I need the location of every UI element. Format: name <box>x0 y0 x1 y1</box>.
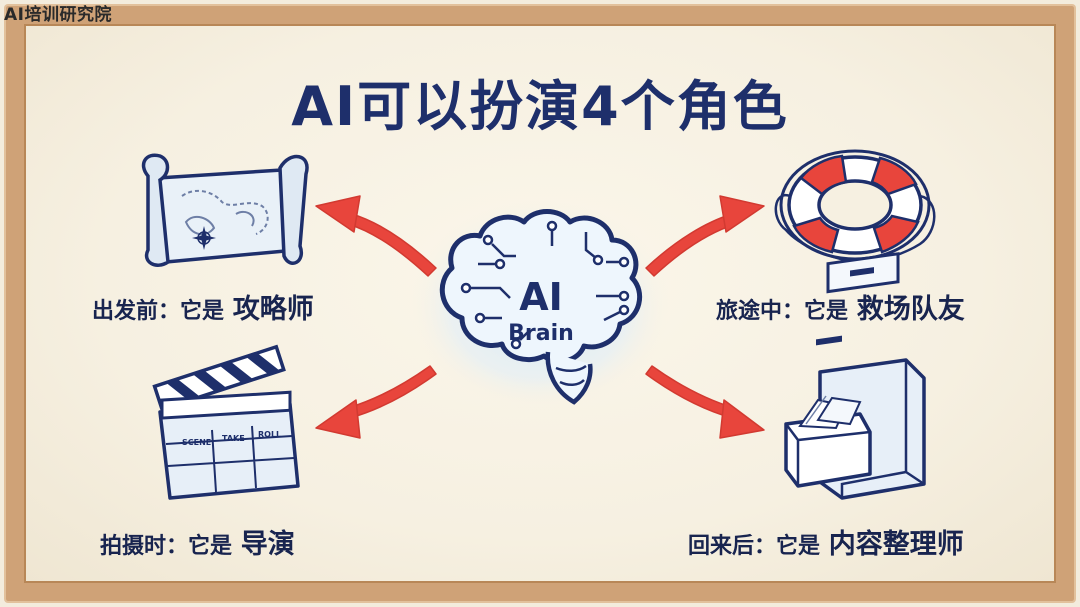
role-name: 导演 <box>240 529 295 560</box>
role-label-before-trip: 出发前：它是 攻略师 <box>92 287 314 326</box>
role-label-during-trip: 旅途中：它是 救场队友 <box>716 287 965 326</box>
arrow-bottom-right-icon <box>645 365 765 439</box>
page-title: AI可以扮演4个角色 <box>291 75 789 138</box>
clapperboard-icon: SCENE TAKE ROLL <box>152 344 300 500</box>
clapper-take-label: TAKE <box>222 434 245 443</box>
ai-brain-icon: AI Brain <box>410 200 670 410</box>
treasure-map-icon <box>141 153 309 267</box>
role-name: 攻略师 <box>232 294 314 325</box>
role-prefix: 旅途中：它是 <box>716 299 849 324</box>
clapper-roll-label: ROLL <box>258 430 281 439</box>
clapper-scene-label: SCENE <box>182 438 211 447</box>
arrow-bottom-left-icon <box>315 365 437 439</box>
brain-label-main: AI <box>519 275 563 319</box>
role-prefix: 回来后：它是 <box>688 534 821 559</box>
watermark: AI培训研究院 <box>4 5 112 25</box>
arrow-top-right-icon <box>645 195 765 277</box>
role-label-after-trip: 回来后：它是 内容整理师 <box>688 522 964 561</box>
role-prefix: 拍摄时：它是 <box>100 534 233 559</box>
arrow-top-left-icon <box>315 195 437 277</box>
life-ring-icon <box>774 149 936 264</box>
brain-label-sub: Brain <box>508 321 574 346</box>
role-label-shooting: 拍摄时：它是 导演 <box>100 522 295 561</box>
file-cabinet-icon <box>784 252 926 500</box>
role-name: 救场队友 <box>856 294 965 325</box>
role-prefix: 出发前：它是 <box>92 299 225 324</box>
role-name: 内容整理师 <box>828 529 964 560</box>
